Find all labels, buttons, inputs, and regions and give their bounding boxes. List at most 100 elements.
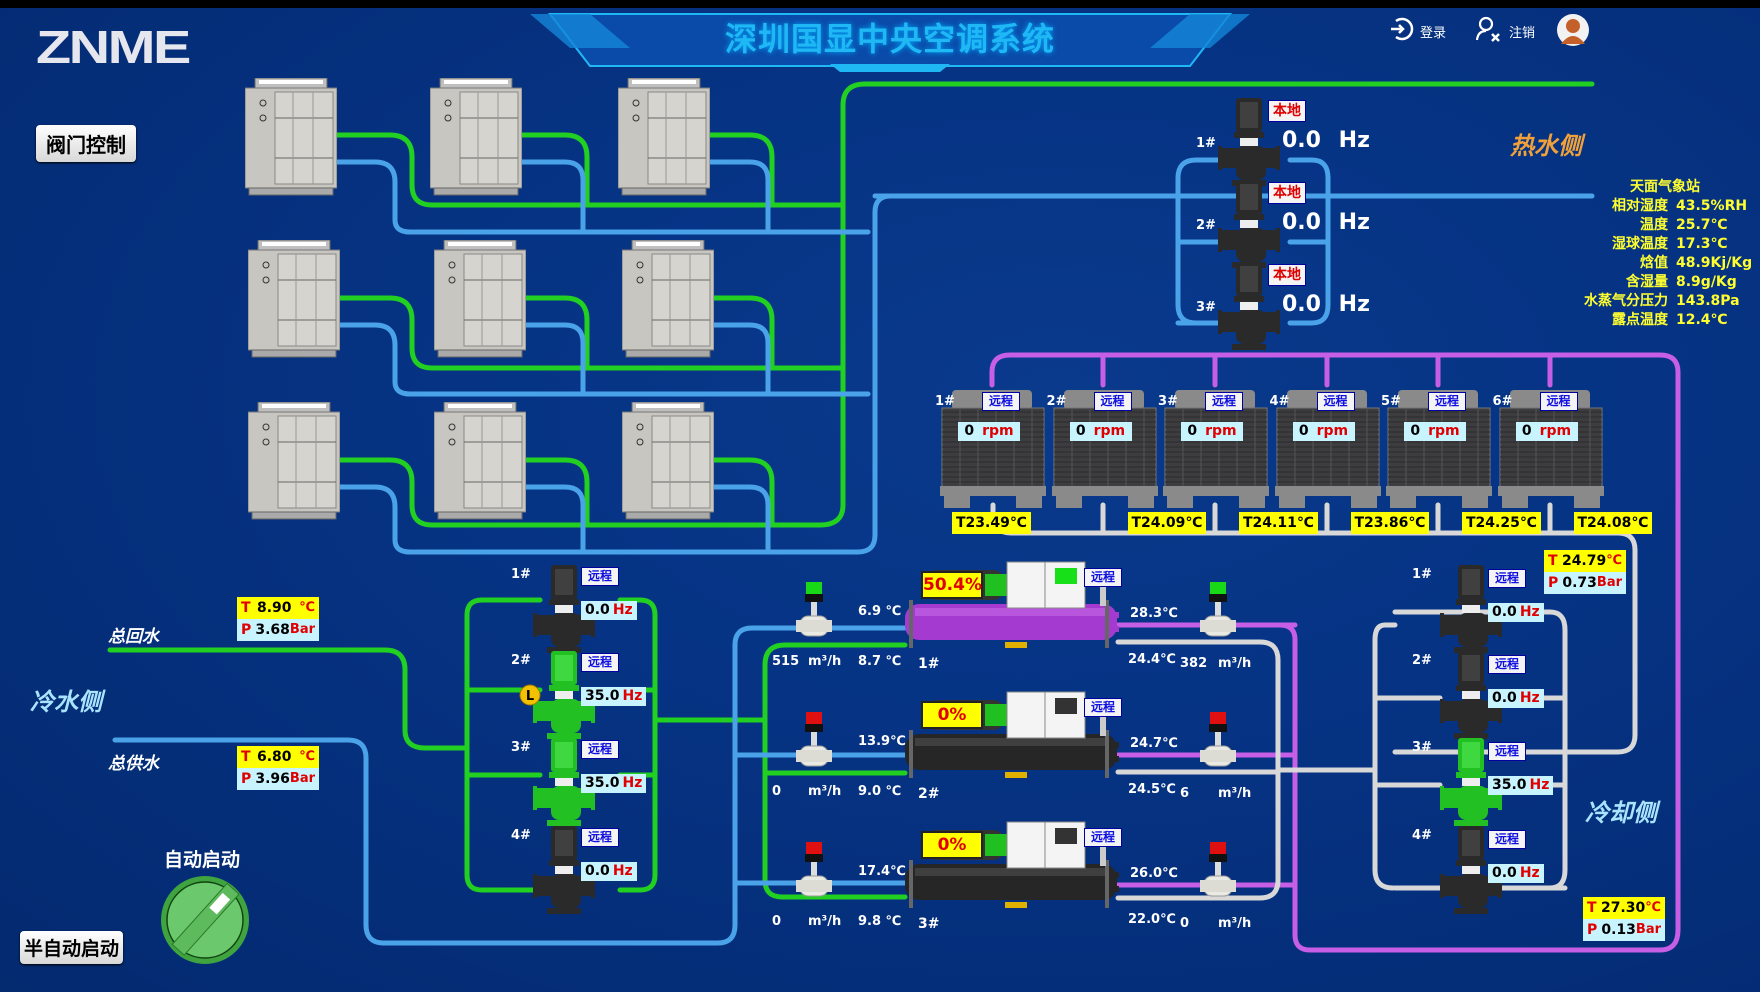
hot-pump-frequency: 0.0 Hz [1282, 292, 1370, 317]
heat-pump-unit[interactable] [247, 401, 341, 520]
hot-pump-freq-unit: Hz [1338, 128, 1370, 153]
chiller-cond-valve[interactable] [1200, 582, 1236, 642]
chilled-water-pump[interactable] [533, 738, 595, 830]
cooling-tower-mode-tag[interactable]: 远程 [1316, 392, 1355, 411]
cooling-pump-mode-tag[interactable]: 远程 [1488, 655, 1527, 674]
cooling-tower-temp: T24.25℃ [1462, 512, 1541, 534]
chiller-mode-tag[interactable]: 远程 [1084, 828, 1123, 847]
semi-auto-start-button[interactable]: 半自动启动 [20, 931, 124, 964]
chiller-mode-tag[interactable]: 远程 [1084, 698, 1123, 717]
chiller-evap-inlet-temp: 6.9 ℃ [858, 604, 902, 619]
chilled-pump-mode-tag[interactable]: 远程 [581, 567, 620, 586]
heat-pump-unit[interactable] [433, 401, 527, 520]
cooling-pump-freq-unit: Hz [1519, 865, 1540, 881]
heat-pump-unit[interactable] [247, 239, 341, 358]
chiller-id: 1# [918, 656, 940, 672]
cooling-water-pump[interactable] [1440, 565, 1502, 657]
chilled-pump-id: 4# [511, 828, 531, 843]
cooling-tower-rpm-unit: rpm [1093, 423, 1126, 439]
chilled-pump-freq-unit: Hz [622, 775, 643, 791]
chiller-mode-tag[interactable]: 远程 [1084, 568, 1123, 587]
cooling-supply-temp: 24.79 [1561, 553, 1607, 569]
heat-pump-unit[interactable] [429, 77, 523, 196]
hot-pump-id: 2# [1196, 218, 1216, 233]
cooling-pump-mode-tag[interactable]: 远程 [1488, 830, 1527, 849]
chiller-cond-valve[interactable] [1200, 842, 1236, 902]
weather-value: 8.9g/Kg [1676, 274, 1737, 290]
timer-badge-letter: L [526, 689, 534, 704]
cooling-tower-mode-tag[interactable]: 远程 [1205, 392, 1244, 411]
heat-pump-unit[interactable] [617, 77, 711, 196]
chilled-pump-mode-tag[interactable]: 远程 [581, 740, 620, 759]
chiller-cond-inlet-temp: 24.4℃ [1128, 652, 1176, 667]
chilled-pump-mode-tag[interactable]: 远程 [581, 653, 620, 672]
cooling-pump-id: 4# [1412, 828, 1432, 843]
chilled-pump-id: 2# [511, 653, 531, 668]
cooling-tower-id: 2# [1046, 394, 1067, 409]
chiller-cond-flow-unit: m³/h [1218, 656, 1252, 671]
chilled-water-pump[interactable] [533, 826, 595, 918]
return-water-label: 总回水 [108, 627, 159, 647]
cooling-tower-temp: T24.09℃ [1127, 512, 1207, 534]
heat-pump-unit[interactable] [621, 401, 715, 520]
login-button[interactable]: 登录 [1388, 16, 1446, 46]
hot-pump-mode-tag[interactable]: 本地 [1268, 182, 1306, 204]
heat-pump-blue-pipes [332, 159, 1595, 555]
auto-start-knob[interactable] [155, 872, 255, 976]
cooling-pump-mode-tag[interactable]: 远程 [1488, 569, 1527, 588]
cooling-pump-mode-tag[interactable]: 远程 [1488, 742, 1527, 761]
logout-button[interactable]: 注销 [1475, 16, 1535, 46]
chiller-id: 3# [918, 916, 940, 932]
chilled-pump-mode-tag[interactable]: 远程 [581, 828, 620, 847]
hot-water-pump[interactable] [1218, 98, 1280, 190]
heat-pump-unit[interactable] [433, 239, 527, 358]
cooling-tower[interactable] [1497, 390, 1604, 508]
chiller-evap-outlet-temp: 9.0 ℃ [858, 784, 902, 799]
chiller-evap-valve[interactable] [796, 842, 832, 902]
weather-value: 17.3℃ [1676, 236, 1728, 252]
weather-label: 水蒸气分压力 [1584, 293, 1668, 309]
chiller-cond-flow: 0 [1180, 916, 1190, 931]
chiller-evap-outlet-temp: 9.8 ℃ [858, 914, 902, 929]
hot-pump-frequency: 0.0 Hz [1282, 210, 1370, 235]
heat-pump-unit[interactable] [621, 239, 715, 358]
chiller-unit[interactable] [905, 560, 1125, 660]
weather-label: 焓值 [1640, 255, 1668, 271]
cooling-tower[interactable] [1386, 390, 1492, 508]
weather-label: 露点温度 [1612, 312, 1668, 328]
cooling-tower-mode-tag[interactable]: 远程 [1539, 392, 1578, 411]
chiller-load: 0% [921, 831, 983, 859]
chiller-evap-flow: 515 [772, 654, 800, 669]
timer-badge[interactable]: L [519, 684, 541, 710]
chiller-evap-valve[interactable] [796, 712, 832, 772]
cooling-tower-rpm-unit: rpm [982, 423, 1014, 439]
hot-pump-frequency: 0.0 Hz [1282, 128, 1370, 153]
chiller-cond-inlet-temp: 22.0℃ [1128, 912, 1176, 927]
hot-pump-mode-tag[interactable]: 本地 [1268, 264, 1306, 286]
valve-control-button[interactable]: 阀门控制 [36, 125, 136, 162]
chilled-water-pump[interactable] [533, 565, 595, 657]
cooling-tower-mode-tag[interactable]: 远程 [1093, 392, 1132, 411]
user-avatar[interactable] [1557, 14, 1589, 50]
cooling-pump-freq-unit: Hz [1519, 690, 1540, 706]
chiller-evap-valve[interactable] [796, 582, 832, 642]
cooling-pump-freq-value: 0.0 [1492, 604, 1517, 620]
chiller-cond-valve[interactable] [1200, 712, 1236, 772]
weather-label: 温度 [1640, 217, 1668, 233]
cooling-tower-mode-tag[interactable]: 远程 [982, 392, 1021, 411]
cooling-water-pump[interactable] [1440, 651, 1502, 743]
hot-pump-mode-tag[interactable]: 本地 [1268, 100, 1306, 122]
chilled-water-pump[interactable] [533, 651, 595, 743]
cooling-water-pump[interactable] [1440, 826, 1502, 918]
cooling-water-pump[interactable] [1440, 738, 1502, 830]
znme-logo: ZNME [36, 21, 191, 73]
cooling-tower-mode-tag[interactable]: 远程 [1428, 392, 1467, 411]
heat-pump-unit[interactable] [244, 77, 338, 196]
chiller-cond-flow: 6 [1180, 786, 1190, 801]
hot-water-pump[interactable] [1218, 262, 1280, 354]
